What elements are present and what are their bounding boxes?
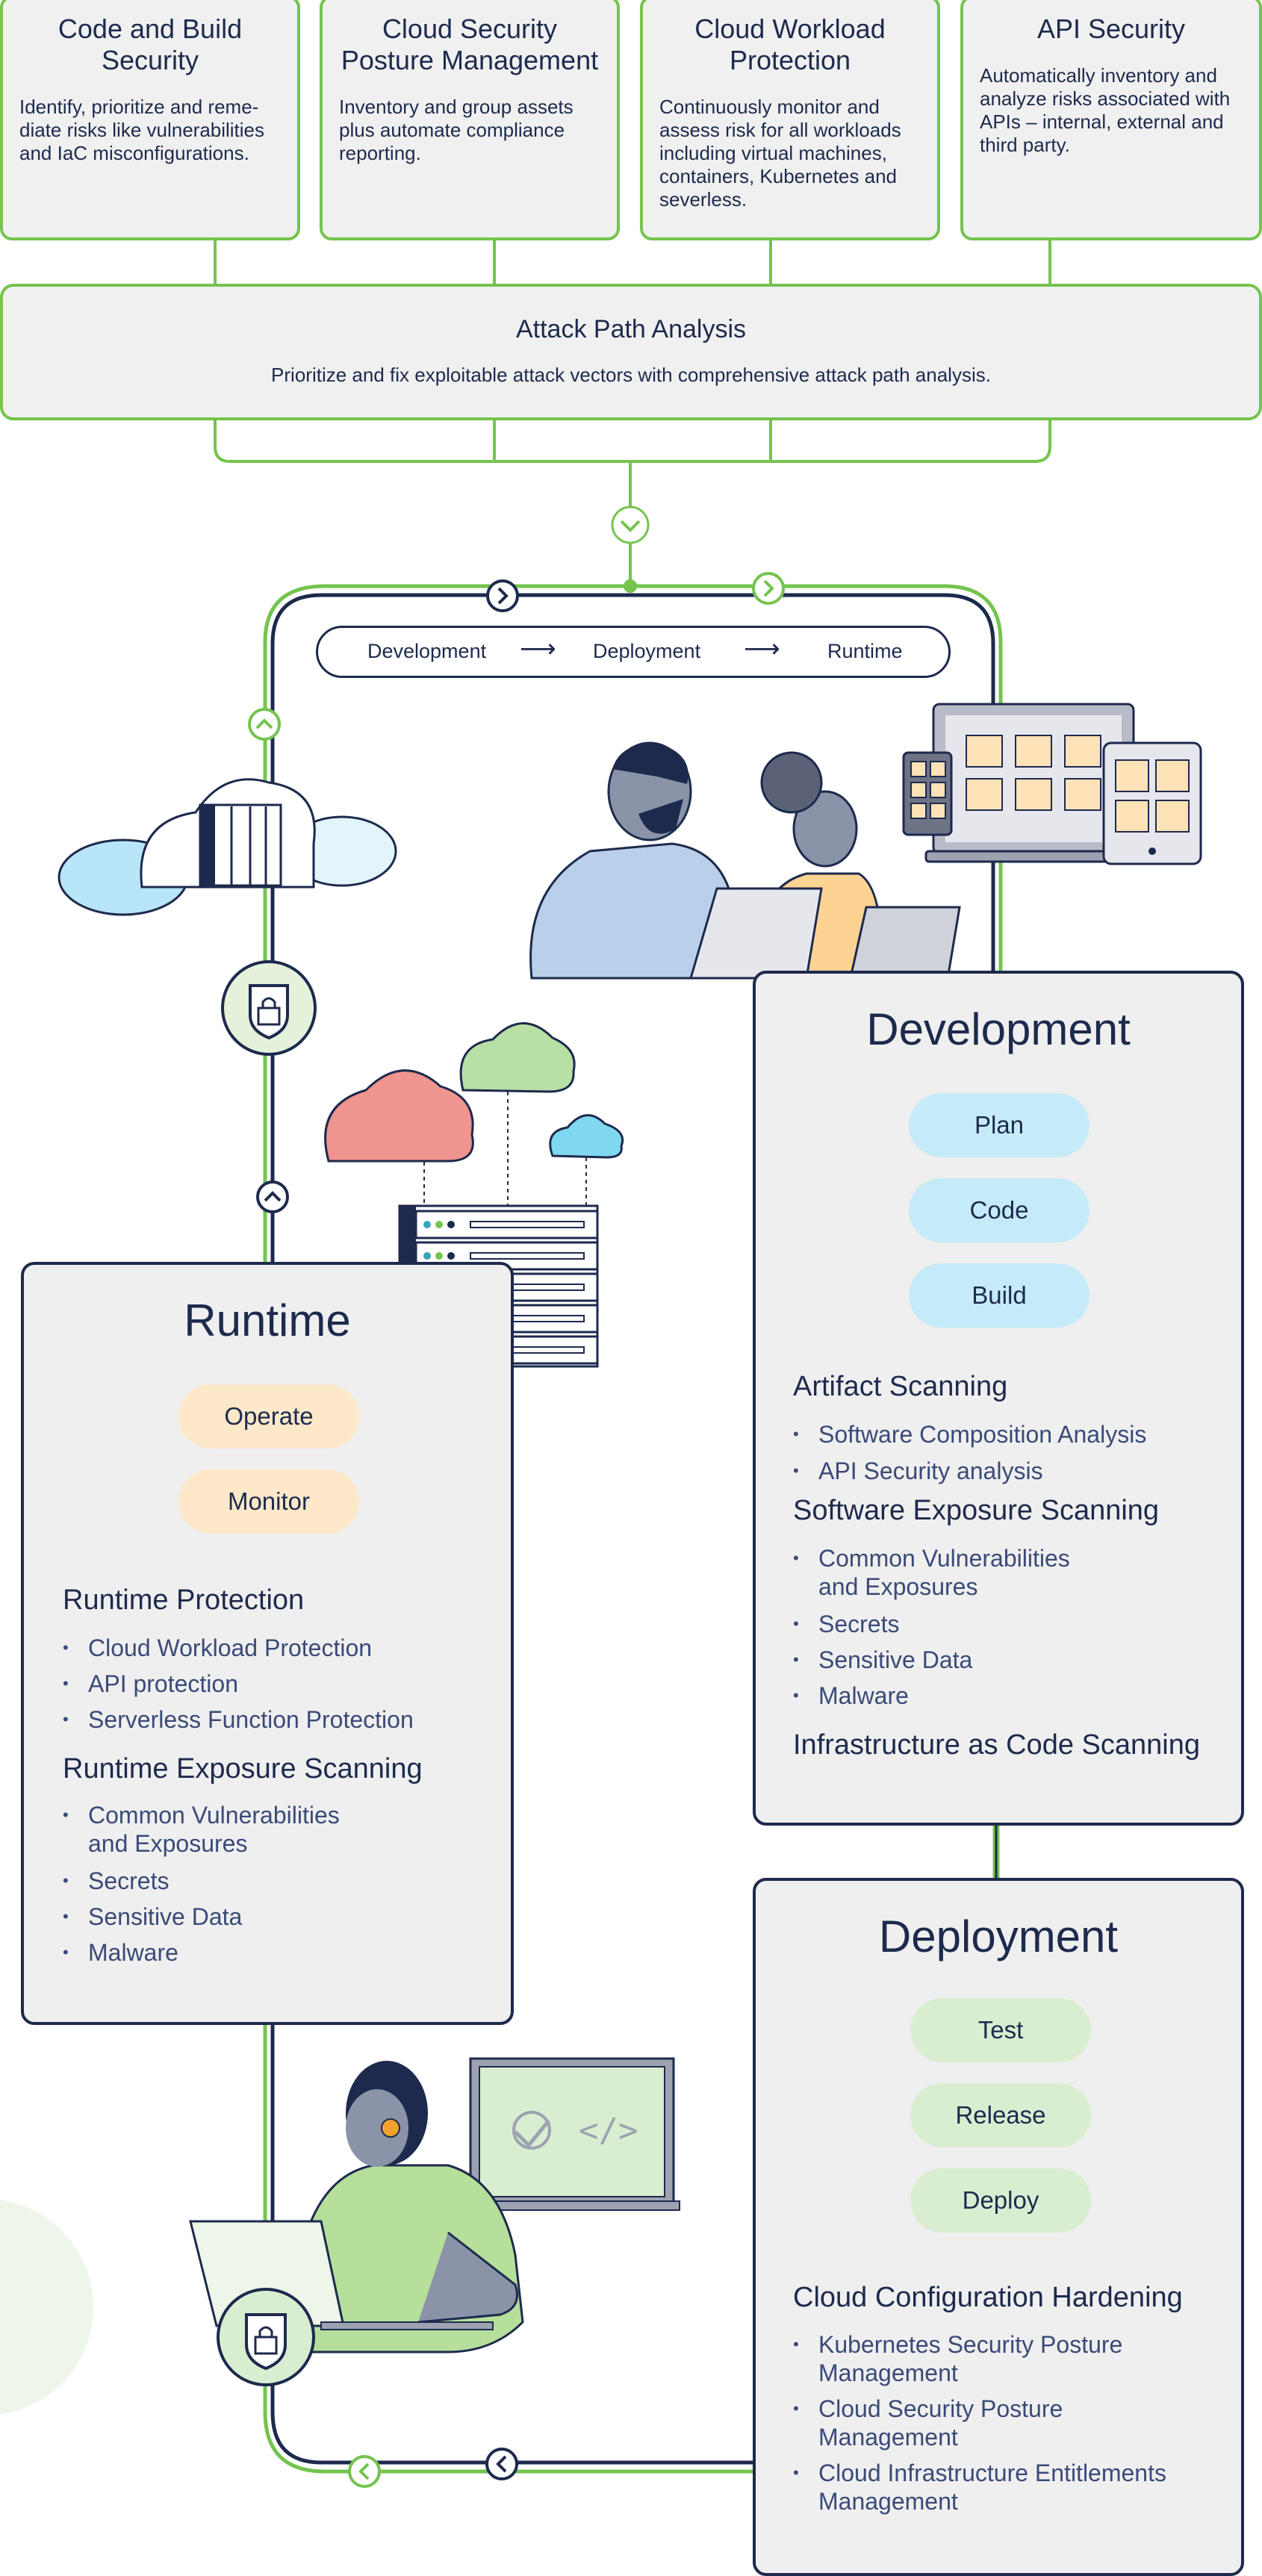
list-item: Secrets xyxy=(63,1867,170,1895)
card-code-build-security: Code and Build Security Identify, priori… xyxy=(0,0,300,240)
attack-path-analysis: Attack Path Analysis Prioritize and fix … xyxy=(0,284,1262,420)
list-item: Malware xyxy=(793,1681,909,1710)
tablet-icon xyxy=(902,741,1202,865)
list-item: Software Composition Analysis xyxy=(793,1420,1146,1449)
list-item: Kubernetes Security Posture Management xyxy=(793,2330,1122,2387)
list-item: Sensitive Data xyxy=(63,1903,242,1931)
list-item: Cloud Security Posture Management xyxy=(793,2395,1063,2451)
chevron-up-icon xyxy=(256,1180,289,1213)
pill-plan: Plan xyxy=(909,1093,1090,1157)
chevron-up-icon xyxy=(248,708,281,741)
developer-illustration xyxy=(529,741,961,980)
chevron-left-icon xyxy=(348,2455,381,2488)
pill-deploy: Deploy xyxy=(910,2168,1091,2233)
svg-text:</>: </> xyxy=(579,2112,638,2150)
pill-release: Release xyxy=(910,2083,1091,2147)
pill-test: Test xyxy=(910,1998,1091,2062)
lock-shield-icon xyxy=(221,960,317,1056)
list-item: Malware xyxy=(63,1938,178,1967)
arrow-right-icon: ⟶ xyxy=(520,635,556,663)
card-description: Continuously monitor and assess risk for… xyxy=(659,96,901,211)
list-item: Common Vulnerabilities and Exposures xyxy=(63,1801,340,1858)
runtime-title: Runtime xyxy=(184,1295,351,1345)
development-card: Development Plan Code Build Artifact Sca… xyxy=(753,971,1244,1826)
pill-monitor: Monitor xyxy=(178,1469,359,1534)
lifecycle-flow: Development ⟶ Deployment ⟶ Runtime xyxy=(316,626,951,678)
card-title: Cloud Security Posture Management xyxy=(341,13,599,75)
card-description: Inventory and group assets plus automate… xyxy=(339,96,574,164)
development-title: Development xyxy=(866,1004,1131,1054)
deployment-card: Deployment Test Release Deploy Cloud Con… xyxy=(753,1878,1244,2576)
section-title: Cloud Configuration Hardening xyxy=(793,2282,1183,2313)
list-item: Secrets xyxy=(793,1610,900,1638)
monitor-icon xyxy=(924,703,1151,863)
flow-step-runtime: Runtime xyxy=(827,640,903,662)
pill-operate: Operate xyxy=(178,1384,359,1449)
section-title: Runtime Exposure Scanning xyxy=(63,1753,423,1785)
cloud-icon xyxy=(324,1022,624,1210)
list-item: Common Vulnerabilities and Exposures xyxy=(793,1544,1070,1601)
list-item: Cloud Workload Protection xyxy=(63,1634,372,1662)
list-item: Serverless Function Protection xyxy=(63,1705,414,1734)
chevron-right-icon xyxy=(486,579,519,612)
flow-step-development: Development xyxy=(367,640,487,662)
arrow-right-icon: ⟶ xyxy=(744,635,780,663)
list-item: Cloud Infrastructure Entitlements Manage… xyxy=(793,2459,1166,2516)
card-cloud-security-posture: Cloud Security Posture Management Invent… xyxy=(320,0,620,240)
card-api-security: API Security Automatically inventory and… xyxy=(960,0,1262,240)
card-description: Automatically inventory and analyze risk… xyxy=(980,64,1231,156)
attack-path-description: Prioritize and fix exploitable attack ve… xyxy=(271,364,991,386)
deployment-title: Deployment xyxy=(878,1911,1119,1961)
attack-path-title: Attack Path Analysis xyxy=(515,315,747,343)
card-title: API Security xyxy=(1036,13,1186,44)
chevron-down-icon xyxy=(611,505,650,544)
list-item: Sensitive Data xyxy=(793,1646,972,1674)
loop-inner xyxy=(270,593,995,2465)
runtime-card: Runtime Operate Monitor Runtime Protecti… xyxy=(21,1262,514,2025)
server-icon xyxy=(199,803,282,887)
coder-illustration: </> xyxy=(189,2057,680,2353)
card-description: Identify, prioritize and reme-diate risk… xyxy=(19,96,265,164)
card-title: Code and Build Security xyxy=(57,13,243,75)
list-item: API Security analysis xyxy=(793,1457,1043,1485)
pill-build: Build xyxy=(909,1263,1090,1328)
loop-outer xyxy=(263,584,1003,2474)
decor-circle xyxy=(0,2200,93,2415)
card-cloud-workload-protection: Cloud Workload Protection Continuously m… xyxy=(640,0,940,240)
chevron-right-icon xyxy=(752,572,785,605)
pill-code: Code xyxy=(909,1178,1090,1242)
top-connectors xyxy=(214,240,1051,586)
flow-step-deployment: Deployment xyxy=(593,640,701,662)
chevron-left-icon xyxy=(485,2448,518,2480)
card-title: Cloud Workload Protection xyxy=(694,13,886,75)
section-title: Software Exposure Scanning xyxy=(793,1495,1160,1526)
list-item: API protection xyxy=(63,1670,238,1698)
section-title: Runtime Protection xyxy=(63,1584,305,1616)
lock-shield-icon xyxy=(217,2288,315,2386)
section-title: Artifact Scanning xyxy=(793,1371,1008,1402)
section-title: Infrastructure as Code Scanning xyxy=(793,1729,1200,1761)
